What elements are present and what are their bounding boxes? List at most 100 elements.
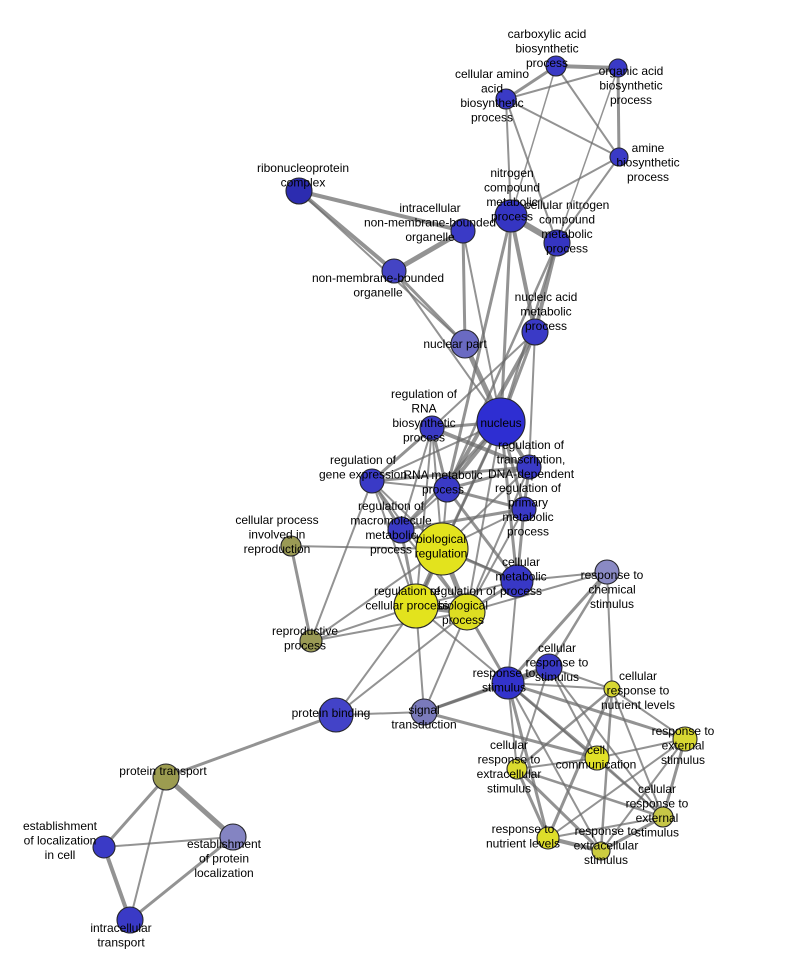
node-label: process bbox=[500, 584, 542, 598]
graph-node-cellMet[interactable] bbox=[500, 564, 534, 598]
graph-node-nucleus[interactable] bbox=[476, 397, 526, 447]
graph-edge bbox=[661, 737, 687, 819]
graph-node-carbox[interactable] bbox=[545, 55, 567, 77]
graph-edge bbox=[393, 270, 502, 423]
graph-node-regMacro[interactable] bbox=[387, 516, 415, 544]
graph-edge bbox=[103, 836, 234, 848]
graph-edge bbox=[415, 427, 433, 607]
graph-node-estLocCell[interactable] bbox=[92, 835, 116, 859]
graph-node-nitrogen[interactable] bbox=[494, 199, 528, 233]
node-label: regulation of bbox=[430, 584, 497, 598]
node-label: communication bbox=[556, 758, 637, 772]
graph-node-respExt[interactable] bbox=[672, 726, 698, 752]
graph-node-cellRespExternal[interactable] bbox=[652, 806, 674, 828]
node-label: complex bbox=[281, 176, 326, 190]
graph-node-nmborg[interactable] bbox=[381, 258, 407, 284]
graph-edge bbox=[507, 682, 602, 852]
graph-node-regTrans[interactable] bbox=[516, 454, 542, 480]
node-label: transcription, bbox=[497, 453, 566, 467]
node-label: external bbox=[636, 811, 679, 825]
graph-node-bioReg[interactable] bbox=[415, 522, 469, 576]
graph-node-respExtra[interactable] bbox=[591, 841, 611, 861]
graph-node-aminoacid[interactable] bbox=[495, 88, 517, 110]
node-label: response to bbox=[652, 724, 715, 738]
graph-node-cellRespStim[interactable] bbox=[535, 653, 563, 681]
node-label: process bbox=[403, 431, 445, 445]
graph-node-regPrimary[interactable] bbox=[511, 496, 537, 522]
node-label: signal bbox=[408, 703, 439, 717]
node-label: process bbox=[370, 543, 412, 557]
graph-node-regRNA[interactable] bbox=[419, 415, 445, 441]
node-label: metabolic bbox=[541, 227, 592, 241]
graph-node-respNutrient[interactable] bbox=[536, 826, 560, 850]
graph-node-regGene[interactable] bbox=[359, 468, 385, 494]
graph-edge bbox=[399, 507, 526, 532]
node-label: biosynthetic bbox=[616, 156, 679, 170]
graph-edge bbox=[297, 189, 465, 233]
graph-node-reproCell[interactable] bbox=[280, 535, 302, 557]
graph-edge bbox=[370, 426, 434, 483]
node-label: process bbox=[471, 111, 513, 125]
graph-edge bbox=[506, 681, 687, 741]
graph-node-reproProc[interactable] bbox=[299, 629, 323, 653]
graph-edge bbox=[310, 548, 443, 642]
node-label: biological bbox=[438, 599, 488, 613]
node-label: intracellular bbox=[90, 921, 151, 935]
graph-edge bbox=[466, 466, 530, 613]
graph-node-proteinBind[interactable] bbox=[318, 697, 354, 733]
graph-node-rnp[interactable] bbox=[285, 177, 313, 205]
graph-node-cellRespNutrient[interactable] bbox=[603, 680, 621, 698]
graph-node-respChem[interactable] bbox=[594, 559, 620, 585]
graph-edge bbox=[599, 687, 614, 853]
graph-node-estProtLoc[interactable] bbox=[219, 823, 247, 851]
graph-edge bbox=[102, 775, 168, 849]
graph-edge bbox=[516, 757, 598, 770]
node-label: metabolic bbox=[502, 510, 553, 524]
graph-node-cellComm[interactable] bbox=[584, 745, 610, 771]
node-label: cellular process bbox=[235, 513, 318, 527]
graph-node-cellnitrogen[interactable] bbox=[543, 229, 571, 257]
graph-node-organic[interactable] bbox=[608, 58, 628, 78]
node-label: metabolic bbox=[365, 528, 416, 542]
graph-node-nucacid[interactable] bbox=[521, 318, 549, 346]
node-label: nutrient levels bbox=[486, 837, 560, 851]
node-label: nucleus bbox=[480, 416, 521, 430]
graph-node-sigTrans[interactable] bbox=[410, 698, 438, 726]
graph-edge bbox=[509, 214, 537, 334]
node-label: nitrogen bbox=[490, 166, 533, 180]
node-label: nucleic acid bbox=[515, 290, 578, 304]
node-label: process bbox=[627, 170, 669, 184]
node-label: macromolecule bbox=[350, 514, 432, 528]
node-label: involved in bbox=[249, 528, 306, 542]
node-label: cellular nitrogen bbox=[525, 198, 610, 212]
graph-node-respStim[interactable] bbox=[491, 666, 525, 700]
graph-node-regCell[interactable] bbox=[393, 583, 439, 629]
node-label: biosynthetic bbox=[392, 416, 455, 430]
node-label: RNA bbox=[411, 402, 436, 416]
graph-node-protTransport[interactable] bbox=[152, 763, 180, 791]
node-label: metabolic bbox=[486, 195, 537, 209]
graph-edge bbox=[466, 571, 608, 613]
graph-node-intraTransport[interactable] bbox=[116, 906, 144, 934]
node-label: biosynthetic bbox=[460, 96, 523, 110]
graph-node-amine[interactable] bbox=[609, 147, 629, 167]
node-label: metabolic bbox=[520, 305, 571, 319]
graph-node-intraorg[interactable] bbox=[450, 218, 476, 244]
graph-edge bbox=[556, 67, 619, 244]
graph-node-rnaMet[interactable] bbox=[433, 475, 461, 503]
node-label: cellular bbox=[502, 555, 540, 569]
node-label: transduction bbox=[391, 718, 456, 732]
node-label: localization bbox=[194, 866, 253, 880]
graph-edge bbox=[548, 666, 664, 818]
node-label: compound bbox=[484, 181, 540, 195]
node-label: stimulus bbox=[535, 670, 579, 684]
graph-node-regBio[interactable] bbox=[448, 593, 486, 631]
graph-edge bbox=[505, 98, 512, 217]
graph-node-nucpart[interactable] bbox=[450, 329, 480, 359]
graph-edge bbox=[606, 571, 613, 690]
node-label: biosynthetic bbox=[515, 42, 578, 56]
node-label: cellular bbox=[638, 782, 676, 796]
node-label: process bbox=[546, 242, 588, 256]
graph-node-cellRespExtra[interactable] bbox=[506, 758, 528, 780]
